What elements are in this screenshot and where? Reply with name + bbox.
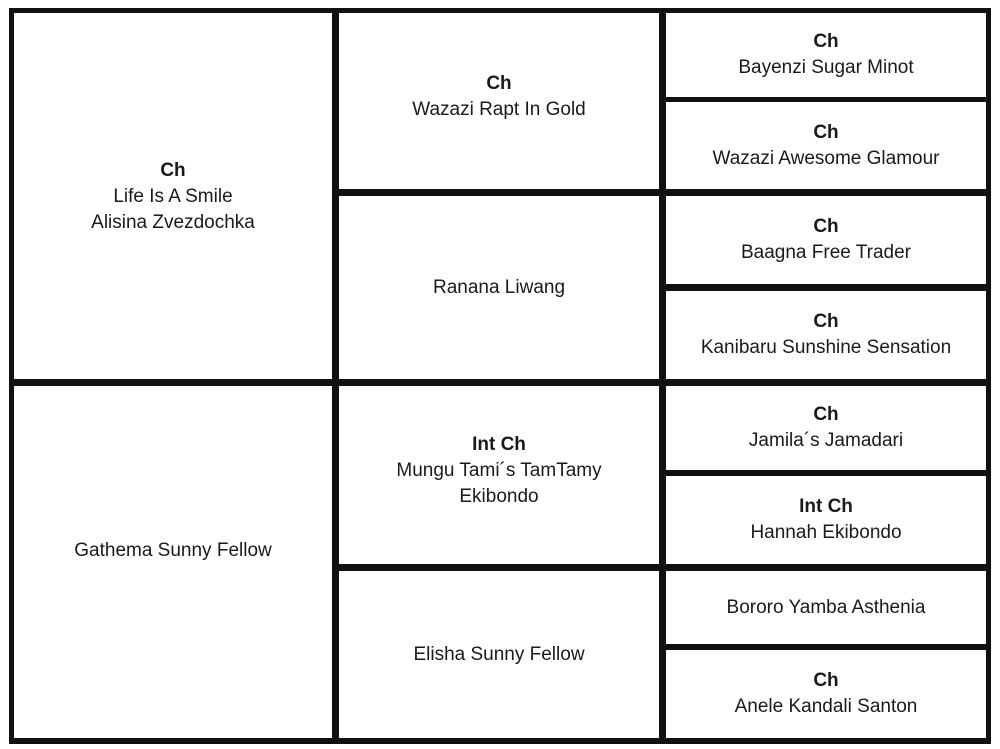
great-grandparent-cell: Ch Wazazi Awesome Glamour [666,102,986,189]
title-label: Ch [160,160,186,181]
title-label: Ch [813,670,839,691]
dog-name: Wazazi Awesome Glamour [712,147,940,169]
title-label: Ch [813,216,839,237]
great-grandparent-cell: Bororo Yamba Asthenia [666,571,986,644]
dog-name: Gathema Sunny Fellow [74,540,272,561]
great-grandparent-cell: Ch Anele Kandali Santon [666,650,986,738]
parent-sire-cell: Ch Life Is A Smile Alisina Zvezdochka [14,13,332,379]
dog-name: Mungu Tami´s TamTamy Ekibondo [396,460,602,507]
title-label: Int Ch [799,496,853,517]
great-grandparent-cell: Ch Bayenzi Sugar Minot [666,13,986,97]
dog-name: Elisha Sunny Fellow [413,643,585,665]
great-grandparent-cell: Ch Kanibaru Sunshine Sensation [666,291,986,379]
dog-name: Bororo Yamba Asthenia [726,596,926,618]
grandparent-dd-cell: Elisha Sunny Fellow [339,571,659,738]
great-grandparent-cell: Ch Baagna Free Trader [666,196,986,284]
grandparent-ss-cell: Ch Wazazi Rapt In Gold [339,13,659,189]
dog-name: Jamila´s Jamadari [748,430,904,451]
dog-name: Life Is A Smile Alisina Zvezdochka [91,186,255,233]
grandparent-ds-cell: Int Ch Mungu Tami´s TamTamy Ekibondo [339,386,659,564]
grandparent-sd-cell: Ranana Liwang [339,196,659,379]
title-label: Ch [813,121,839,143]
dog-name: Baagna Free Trader [740,242,912,263]
title-label: Ch [813,404,839,425]
title-label: Ch [813,311,839,332]
dog-name: Wazazi Rapt In Gold [412,99,586,120]
great-grandparent-cell: Ch Jamila´s Jamadari [666,386,986,470]
title-label: Ch [813,31,839,52]
dog-name: Hannah Ekibondo [750,522,902,543]
great-grandparent-cell: Int Ch Hannah Ekibondo [666,476,986,564]
title-label: Int Ch [472,434,526,455]
dog-name: Anele Kandali Santon [734,696,918,717]
dog-name: Kanibaru Sunshine Sensation [700,337,952,358]
title-label: Ch [486,73,512,94]
dog-name: Ranana Liwang [432,276,566,298]
dog-name: Bayenzi Sugar Minot [738,57,914,78]
parent-dam-cell: Gathema Sunny Fellow [14,386,332,738]
